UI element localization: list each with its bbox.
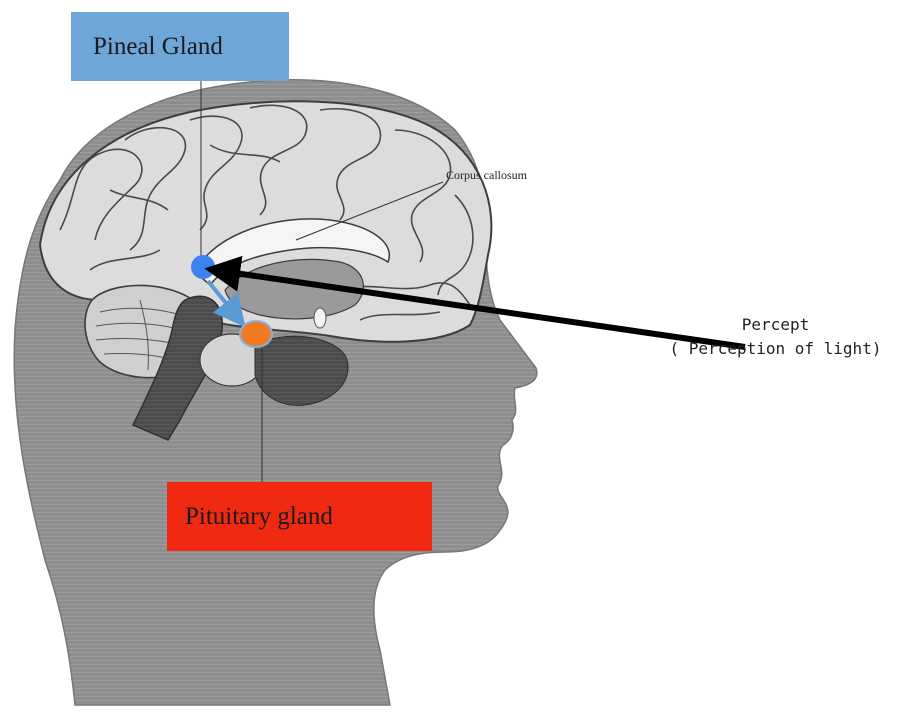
pineal-gland-label: Pineal Gland — [93, 33, 223, 61]
percept-title: Percept — [643, 313, 908, 337]
pituitary-gland-label: Pituitary gland — [185, 503, 333, 531]
percept-detail: ( Perception of light) — [643, 337, 908, 361]
pineal-marker — [191, 255, 215, 279]
chiasm-shape — [314, 308, 326, 328]
pineal-gland-label-box: Pineal Gland — [71, 12, 289, 81]
percept-annotation: Percept ( Perception of light) — [643, 313, 908, 361]
corpus-callosum-label: Corpus callosum — [446, 168, 527, 183]
pituitary-marker — [240, 321, 272, 347]
pituitary-gland-label-box: Pituitary gland — [167, 482, 432, 551]
